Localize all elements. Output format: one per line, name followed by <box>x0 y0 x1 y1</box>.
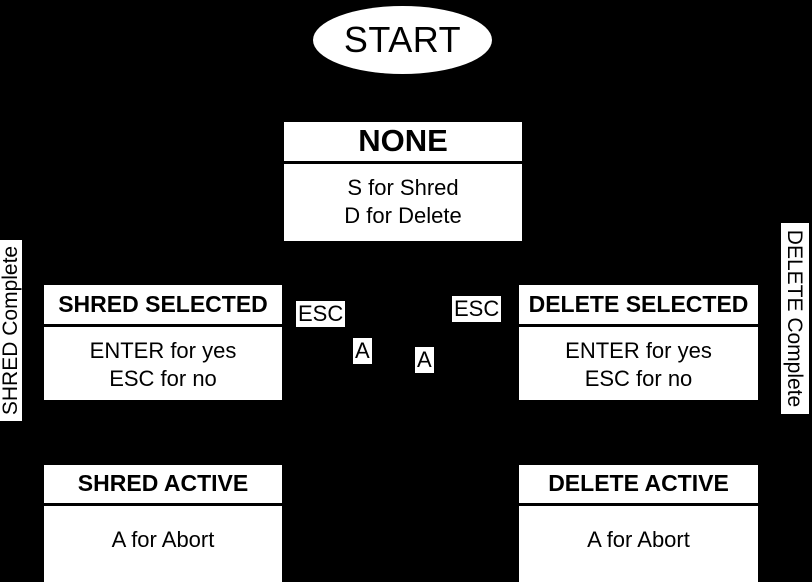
state-node-shred-selected[interactable]: SHRED SELECTED ENTER for yes ESC for no <box>44 285 282 400</box>
state-node-shred-selected-title: SHRED SELECTED <box>58 290 268 317</box>
state-node-start-label: START <box>343 19 462 60</box>
state-node-start[interactable]: START <box>313 6 492 74</box>
state-node-shred-active-header: SHRED ACTIVE <box>44 465 282 506</box>
edge-label-shred-complete: SHRED Complete <box>0 240 22 421</box>
state-node-delete-selected-title: DELETE SELECTED <box>528 290 749 317</box>
state-node-delete-selected-line-2: ESC for no <box>584 366 693 392</box>
state-node-shred-active-title: SHRED ACTIVE <box>77 470 249 497</box>
state-node-shred-selected-body: ENTER for yes ESC for no <box>44 327 282 400</box>
state-node-shred-selected-line-2: ESC for no <box>109 366 217 392</box>
state-node-none-line-1: S for Shred <box>347 175 459 200</box>
state-node-delete-active-body: A for Abort <box>519 506 758 582</box>
edge-label-shred-complete-text: SHRED Complete <box>0 245 22 416</box>
state-node-delete-selected-line-1: ENTER for yes <box>565 338 712 363</box>
state-node-delete-active-line-1: A for Abort <box>587 527 690 552</box>
state-node-delete-selected[interactable]: DELETE SELECTED ENTER for yes ESC for no <box>519 285 758 400</box>
state-node-none-body: S for Shred D for Delete <box>284 164 522 241</box>
state-node-none-title: NONE <box>358 123 448 159</box>
state-node-shred-active[interactable]: SHRED ACTIVE A for Abort <box>44 465 282 582</box>
state-node-delete-selected-body: ENTER for yes ESC for no <box>519 327 758 400</box>
state-node-none-header: NONE <box>284 122 522 164</box>
state-node-shred-selected-line-1: ENTER for yes <box>89 338 237 363</box>
state-node-shred-selected-header: SHRED SELECTED <box>44 285 282 327</box>
edge-label-shred-abort: A <box>353 338 372 365</box>
state-node-delete-selected-header: DELETE SELECTED <box>519 285 758 327</box>
state-node-delete-active[interactable]: DELETE ACTIVE A for Abort <box>519 465 758 582</box>
state-node-shred-active-line-1: A for Abort <box>111 527 215 552</box>
edge-label-delete-abort: A <box>415 347 434 374</box>
state-node-none[interactable]: NONE S for Shred D for Delete <box>284 122 522 241</box>
state-node-delete-active-header: DELETE ACTIVE <box>519 465 758 506</box>
edge-label-shred-esc: ESC <box>296 301 346 328</box>
state-node-delete-active-title: DELETE ACTIVE <box>548 470 729 497</box>
edge-label-delete-esc: ESC <box>452 296 502 323</box>
state-node-shred-active-body: A for Abort <box>44 506 282 582</box>
state-node-none-line-2: D for Delete <box>344 203 462 229</box>
edge-label-delete-complete-text: DELETE Complete <box>783 229 807 408</box>
edge-label-delete-complete: DELETE Complete <box>781 223 809 414</box>
